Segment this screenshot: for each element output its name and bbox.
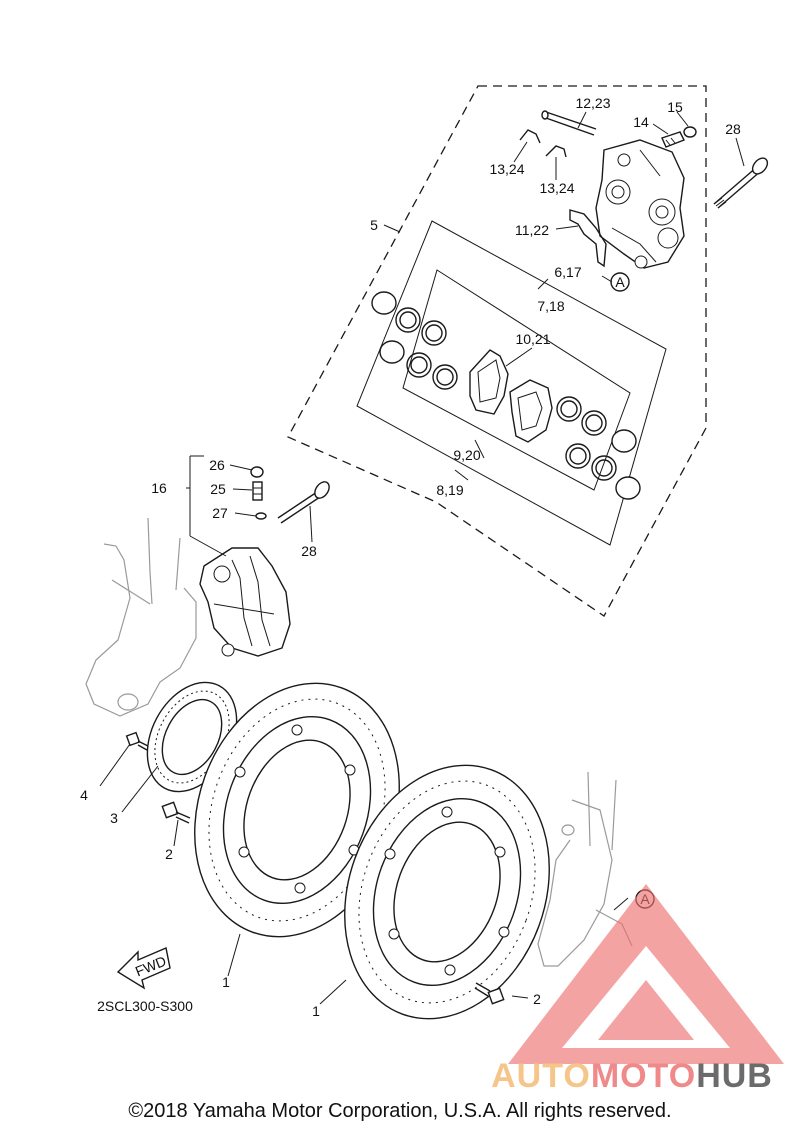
callout-27: 27 [212, 505, 228, 521]
sensor-ring-bolt [125, 731, 149, 751]
callout-26: 26 [209, 457, 225, 473]
washer-lower [255, 512, 267, 520]
pad-spring [569, 209, 607, 268]
disc-bolt-upper [161, 801, 191, 824]
disc-bolt-lower [474, 982, 505, 1005]
callout-8-19: 8,19 [436, 482, 463, 498]
watermark-auto: AUTO [491, 1057, 591, 1095]
fork-leg-left [85, 517, 197, 717]
callout-7-18: 7,18 [537, 298, 564, 314]
caliper-assembly [199, 547, 291, 657]
callout-4: 4 [80, 787, 88, 803]
caliper-body-upper [595, 139, 685, 269]
callout-14: 14 [633, 114, 649, 130]
callout-28-lower: 28 [301, 543, 317, 559]
copyright-notice: ©2018 Yamaha Motor Corporation, U.S.A. A… [128, 1100, 672, 1122]
reference-a-upper: A [610, 272, 630, 292]
piston-seals [395, 307, 617, 481]
watermark-logo [508, 884, 784, 1064]
pistons [371, 291, 641, 500]
exploded-view-boundary [287, 85, 707, 617]
callout-2-upper: 2 [165, 846, 173, 862]
brake-disc-right [344, 764, 550, 1020]
watermark-hub: HUB [696, 1057, 773, 1095]
callout-1-left: 1 [222, 974, 230, 990]
callout-13-24-left: 13,24 [489, 161, 524, 177]
diagram-code: 2SCL300-S300 [97, 998, 193, 1014]
pad-pin [541, 110, 597, 136]
callout-15: 15 [667, 99, 683, 115]
callout-9-20: 9,20 [453, 447, 480, 463]
brake-pads [469, 349, 553, 443]
callout-2-lower: 2 [533, 991, 541, 1007]
seal-group-brackets [356, 220, 667, 546]
bleed-screw-lower [252, 481, 263, 501]
bleed-screw [661, 131, 685, 148]
bleed-cap [683, 126, 697, 138]
callout-6-17: 6,17 [554, 264, 581, 280]
caliper-bolt-lower [277, 481, 330, 524]
reference-a-upper-label: A [615, 274, 625, 290]
callout-11-22: 11,22 [515, 222, 549, 238]
watermark-wordmark: AUTOMOTOHUB [491, 1057, 773, 1095]
callout-labels: 12,23 15 14 28 13,24 13,24 5 11,22 6,17 … [80, 95, 741, 1019]
callout-25: 25 [210, 481, 226, 497]
callout-1-right: 1 [312, 1003, 320, 1019]
forward-arrow-icon: FWD [116, 947, 171, 990]
bleed-cap-lower [250, 466, 264, 478]
callout-10-21: 10,21 [515, 331, 550, 347]
watermark-moto: MOTO [591, 1057, 696, 1095]
front-brake-caliper-diagram: A A [80, 85, 784, 1095]
callout-13-24-right: 13,24 [539, 180, 574, 196]
caliper-bolt-upper [713, 157, 769, 209]
callout-12-23: 12,23 [575, 95, 610, 111]
pad-pin-clip-left [519, 129, 541, 144]
callout-3: 3 [110, 810, 118, 826]
callout-16: 16 [151, 480, 167, 496]
pad-pin-clip-right [545, 145, 567, 158]
callout-28-upper: 28 [725, 121, 741, 137]
watermark-triangle-core [598, 980, 694, 1040]
leader-lines [99, 111, 745, 1005]
callout-5: 5 [370, 217, 378, 233]
